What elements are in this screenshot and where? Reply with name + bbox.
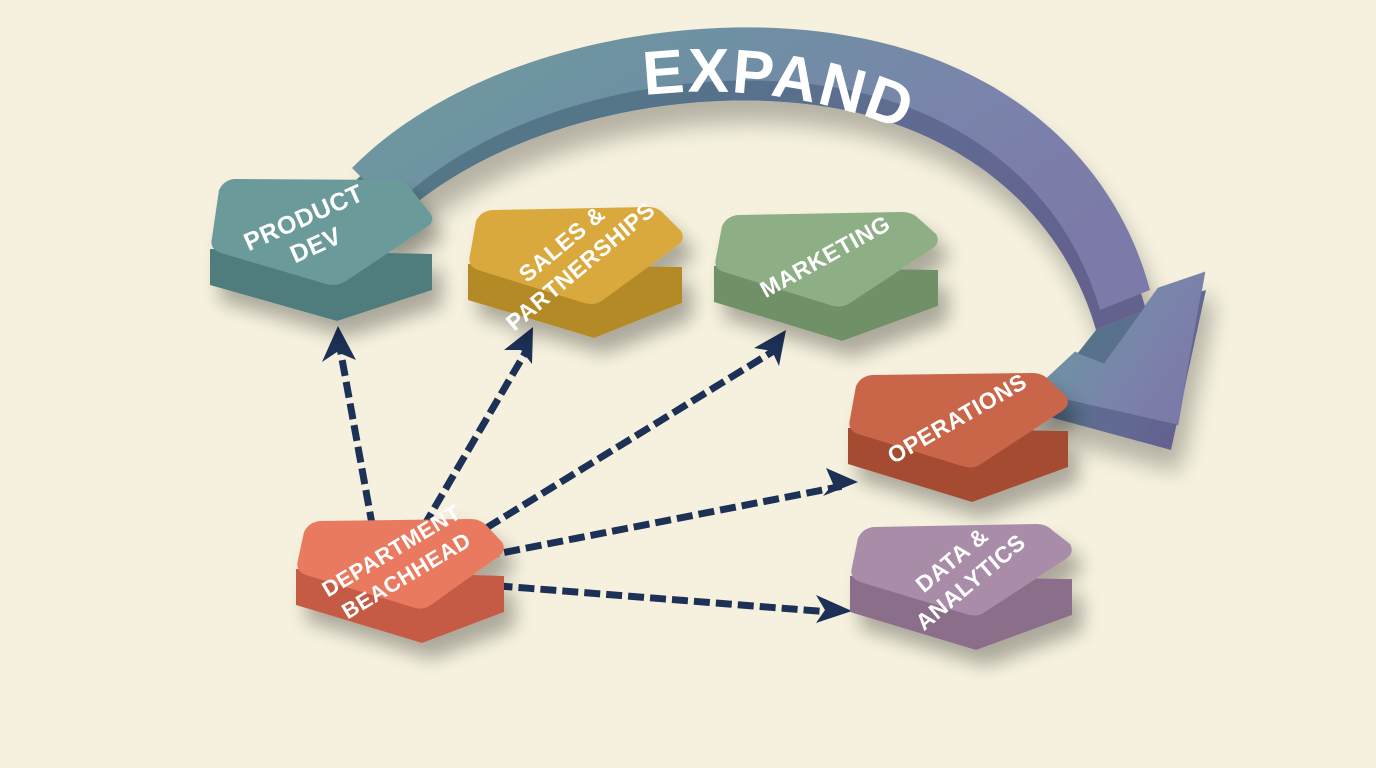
connector-to-data	[496, 582, 834, 616]
node-operations-top	[849, 373, 1068, 468]
connector-arrowheads	[322, 326, 858, 623]
arrowhead-data	[816, 595, 852, 623]
node-beachhead-top	[297, 519, 504, 609]
node-product-dev-side	[210, 249, 432, 321]
node-data-top	[851, 524, 1072, 616]
node-marketing-top	[715, 212, 938, 307]
node-data-analytics[interactable]: DATA & ANALYTICS	[850, 506, 1072, 650]
node-sales-top	[469, 207, 683, 304]
connector-to-marketing	[465, 347, 777, 543]
arrowhead-sales	[504, 327, 533, 364]
node-operations[interactable]: OPERATIONS	[848, 368, 1068, 502]
arrowhead-operations	[823, 468, 858, 496]
node-marketing[interactable]: MARKETING	[714, 210, 938, 341]
arrowhead-product-dev	[322, 326, 356, 362]
node-department-beachhead[interactable]: DEPARTMENT BEACHHEAD	[296, 500, 504, 643]
connector-group	[335, 343, 843, 616]
node-product-dev[interactable]: PRODUCT DEV	[210, 179, 433, 321]
node-sales-partnerships[interactable]: SALES & PARTNERSHIPS	[468, 174, 683, 338]
connector-to-sales	[420, 343, 533, 529]
arc-arrowhead	[1032, 272, 1205, 425]
connector-to-operations	[481, 482, 843, 561]
node-product-dev-top	[211, 179, 433, 285]
arrowhead-marketing	[754, 330, 786, 366]
expand-arc-arrow	[348, 27, 1206, 450]
arc-band	[352, 27, 1150, 310]
connector-to-product-dev	[335, 343, 377, 529]
